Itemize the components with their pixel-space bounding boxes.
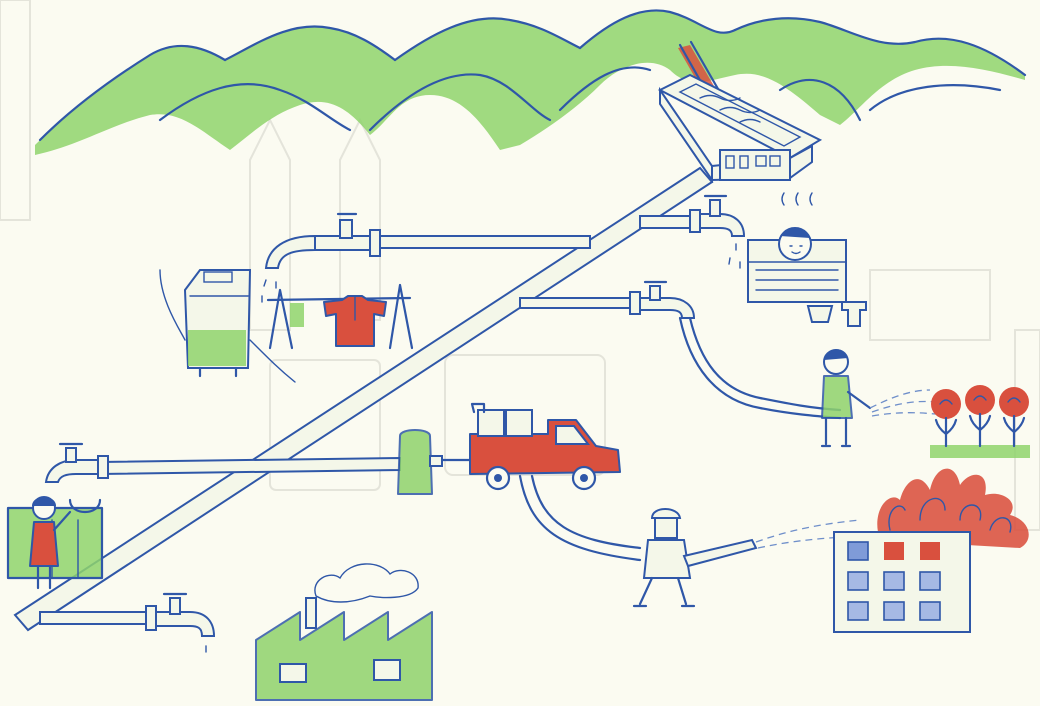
fire-hydrant bbox=[397, 429, 443, 495]
factory bbox=[255, 563, 433, 701]
mountain-range bbox=[35, 9, 1027, 156]
cook-person bbox=[29, 496, 72, 590]
garden-area bbox=[629, 280, 1030, 458]
reservoir-tank bbox=[657, 73, 823, 184]
burning-building bbox=[833, 468, 1029, 633]
bathtub bbox=[747, 227, 847, 303]
bath-stools bbox=[806, 301, 867, 327]
gardener-person bbox=[820, 349, 872, 448]
firefighter-person bbox=[632, 508, 758, 608]
factory-area bbox=[145, 563, 433, 701]
faucet-icon bbox=[44, 442, 109, 483]
clothesline bbox=[266, 283, 414, 350]
washing-machine bbox=[159, 269, 296, 383]
faucet-icon bbox=[689, 194, 746, 237]
faucet-icon bbox=[629, 280, 696, 319]
main-water-pipe bbox=[13, 166, 714, 632]
faucet-icon bbox=[145, 592, 216, 637]
kitchen-area bbox=[6, 442, 109, 590]
flowers bbox=[930, 385, 1030, 458]
fire-truck bbox=[469, 402, 621, 491]
bath-area bbox=[689, 192, 867, 327]
branch-pipes bbox=[39, 215, 701, 625]
firefighting-area bbox=[397, 402, 1029, 633]
faucet-icon bbox=[264, 212, 381, 269]
laundry-area bbox=[159, 212, 414, 383]
